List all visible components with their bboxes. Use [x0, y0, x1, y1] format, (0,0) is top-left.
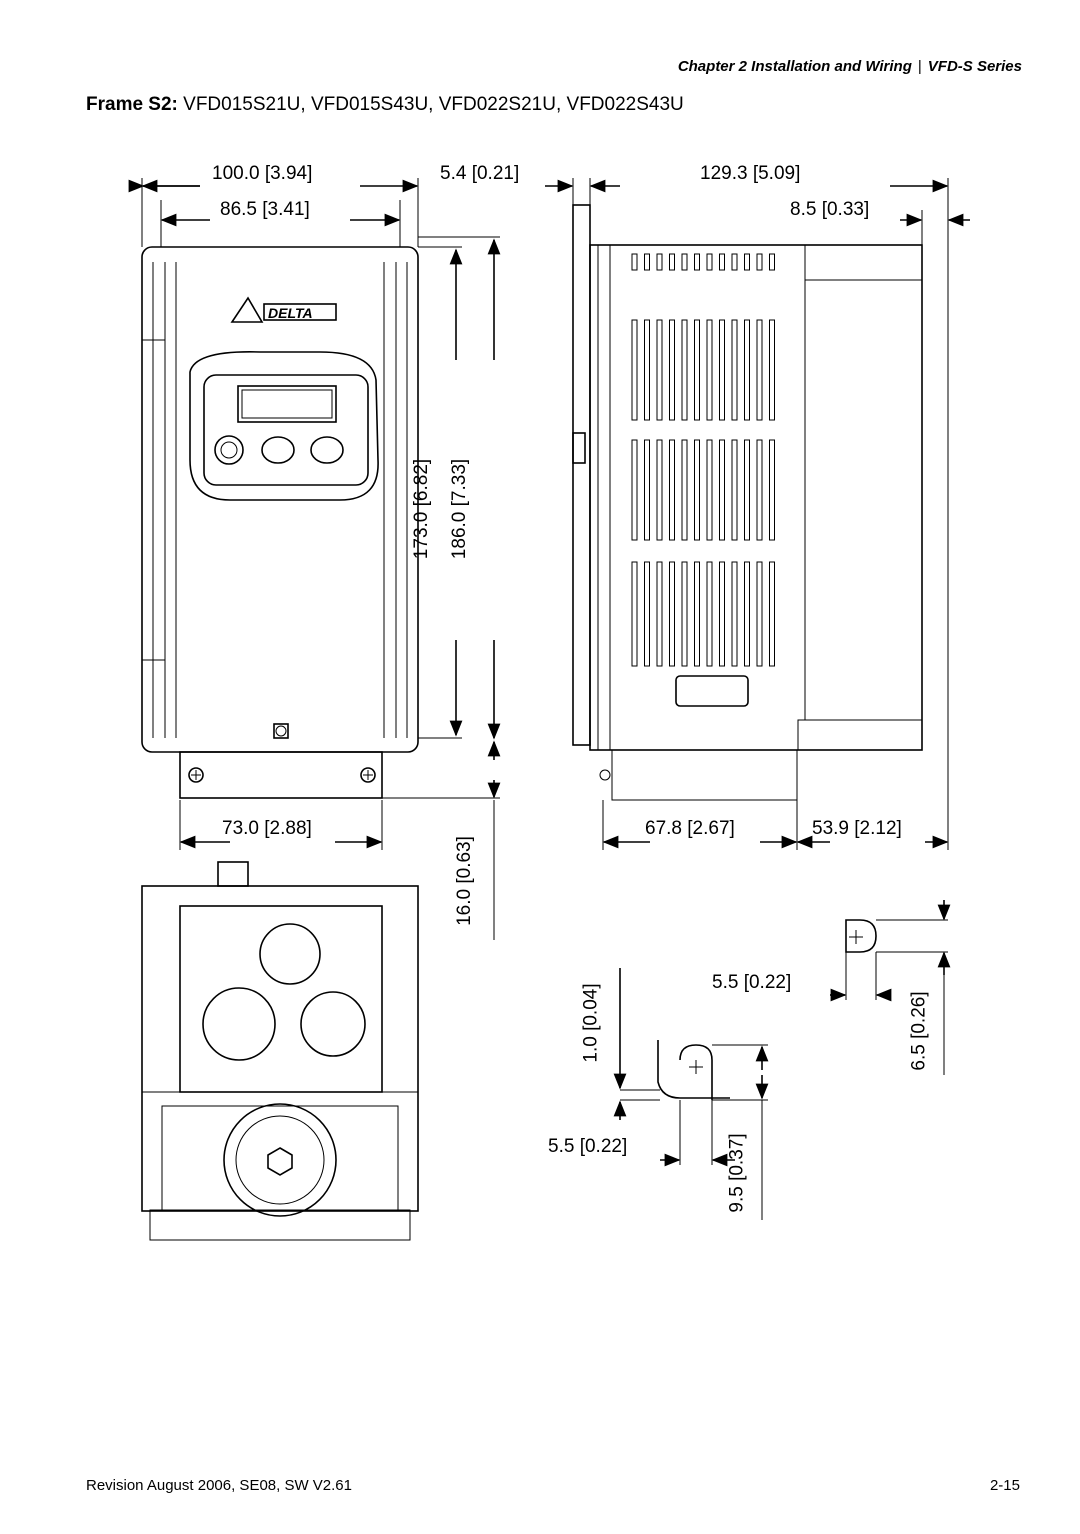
- dim-mount-6-5: 6.5 [0.26]: [908, 991, 930, 1071]
- dim-mount-9-5: 9.5 [0.37]: [726, 1133, 748, 1213]
- side-view: [572, 204, 923, 801]
- dim-width-86: 86.5 [3.41]: [220, 199, 310, 220]
- dim-mount-5-5-top: 5.5 [0.22]: [712, 972, 792, 993]
- frame-models: VFD015S21U, VFD015S43U, VFD022S21U, VFD0…: [183, 94, 684, 115]
- vent-slot: [656, 439, 663, 541]
- page-number: 2-15: [989, 1477, 1020, 1494]
- header-separator: |: [917, 58, 922, 75]
- vent-slot: [656, 319, 663, 421]
- vent-slot: [706, 439, 713, 541]
- vent-slot: [719, 253, 725, 271]
- vent-slot: [681, 439, 688, 541]
- dim-width-73: 73.0 [2.88]: [222, 818, 312, 839]
- vent-slot: [694, 253, 700, 271]
- vent-slot: [656, 253, 663, 271]
- dim-mount-5-5-bottom: 5.5 [0.22]: [548, 1136, 628, 1157]
- dim-depth-8-5: 8.5 [0.33]: [790, 199, 870, 220]
- vent-slot: [744, 319, 750, 421]
- vent-slot: [656, 561, 663, 667]
- vent-slot: [719, 439, 725, 541]
- vent-slot: [644, 561, 650, 667]
- vent-slot: [769, 561, 775, 667]
- vent-slot: [756, 439, 763, 541]
- front-view: DELTA: [141, 246, 419, 799]
- vent-slot: [631, 319, 638, 421]
- vent-slot: [631, 253, 638, 271]
- vent-slot: [706, 319, 713, 421]
- dim-height-186: 186.0 [7.33]: [449, 458, 471, 560]
- vent-slot: [744, 253, 750, 271]
- vent-slot: [744, 561, 750, 667]
- dim-width-100: 100.0 [3.94]: [212, 163, 313, 184]
- series-name: VFD-S Series: [927, 58, 1022, 75]
- vent-slot: [644, 439, 650, 541]
- vent-slot: [631, 439, 638, 541]
- vent-slot: [719, 561, 725, 667]
- side-dimensions: [545, 178, 970, 850]
- mounting-detail: [613, 900, 951, 1220]
- vent-slot: [694, 439, 700, 541]
- vent-slot: [769, 253, 775, 271]
- vent-slot: [694, 319, 700, 421]
- vent-slot: [769, 439, 775, 541]
- vent-slot: [731, 319, 738, 421]
- svg-text:DELTA: DELTA: [268, 305, 313, 321]
- vent-slot: [744, 439, 750, 541]
- dim-depth-67-8: 67.8 [2.67]: [645, 818, 735, 839]
- vent-slot: [731, 253, 738, 271]
- vent-slot: [706, 561, 713, 667]
- vent-slot: [756, 319, 763, 421]
- vent-slot: [669, 439, 675, 541]
- frame-title: Frame S2: VFD015S21U, VFD015S43U, VFD022…: [86, 94, 684, 116]
- footer-revision: Revision August 2006, SE08, SW V2.61: [86, 1477, 352, 1494]
- vent-slot: [681, 253, 688, 271]
- vent-slot: [644, 253, 650, 271]
- bottom-view: [141, 861, 419, 1241]
- dim-height-173: 173.0 [6.82]: [411, 458, 433, 560]
- vent-slot: [681, 561, 688, 667]
- dim-depth-5-4: 5.4 [0.21]: [440, 163, 520, 184]
- dim-depth-53-9: 53.9 [2.12]: [812, 818, 902, 839]
- vent-slot: [669, 319, 675, 421]
- vent-slot: [694, 561, 700, 667]
- frame-label: Frame S2:: [86, 94, 178, 115]
- vent-slot: [731, 561, 738, 667]
- vent-slot: [631, 561, 638, 667]
- vent-slot: [681, 319, 688, 421]
- vent-slot: [769, 319, 775, 421]
- vent-slot: [706, 253, 713, 271]
- vent-slot: [669, 561, 675, 667]
- vent-slot: [756, 253, 763, 271]
- vent-slot: [719, 319, 725, 421]
- vent-slot: [669, 253, 675, 271]
- vent-slot: [756, 561, 763, 667]
- front-dimensions: [128, 178, 501, 940]
- delta-logo: DELTA: [230, 296, 337, 323]
- dim-depth-129: 129.3 [5.09]: [700, 163, 801, 184]
- dim-mount-1-0: 1.0 [0.04]: [580, 983, 602, 1063]
- dim-height-16: 16.0 [0.63]: [453, 836, 475, 926]
- vent-slot: [731, 439, 738, 541]
- side-vents: [631, 253, 775, 667]
- chapter-title: Chapter 2 Installation and Wiring: [677, 58, 912, 75]
- page-header: Chapter 2 Installation and Wiring | VFD-S …: [678, 58, 1022, 75]
- vent-slot: [644, 319, 650, 421]
